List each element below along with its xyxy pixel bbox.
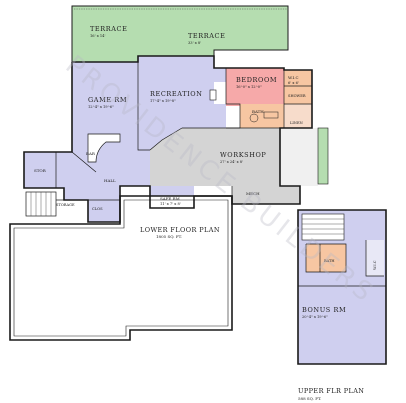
lower-interior-walls — [137, 62, 150, 151]
upper-wic-label: W.I.C — [373, 260, 377, 270]
upper-exterior-walls — [297, 209, 387, 365]
bonus-room-dim: 20'-4" x 19'-6" — [302, 315, 328, 319]
upper-stair-treads — [302, 218, 344, 235]
bar-counter — [87, 133, 121, 163]
vanity-fixture — [263, 111, 279, 119]
game-room-label: GAME RM — [88, 96, 127, 104]
clos-label: CLOS — [92, 207, 103, 211]
lower-stairs — [25, 191, 57, 217]
unfinished-basement-inner — [13, 199, 229, 337]
workshop-label: WORKSHOP — [220, 151, 266, 159]
workshop-fill — [150, 128, 300, 204]
shower-label: SHOWER — [288, 94, 306, 98]
linen-fill — [284, 104, 312, 128]
bath-fill — [240, 104, 284, 128]
upper-bath-fill — [306, 244, 346, 272]
storage-label: STORAGE — [56, 203, 75, 207]
upper-stairs — [301, 213, 345, 241]
wic-dim: 6' x 6' — [288, 81, 299, 85]
recreation-dim: 17'-4" x 19'-8" — [150, 99, 176, 103]
bedroom-dim: 16'-0" x 12'-0" — [236, 85, 262, 89]
tub-fixture — [249, 113, 259, 123]
workshop-vent — [317, 127, 329, 185]
hall-label: HALL — [104, 178, 116, 183]
bedroom-fill — [226, 68, 284, 106]
lower-plan-sqft: 1805 SQ. FT. — [156, 234, 182, 239]
hall-wall — [71, 151, 97, 173]
bonus-room-label: BONUS RM — [302, 306, 346, 314]
fireplace — [209, 89, 217, 101]
upper-wic-walls — [365, 240, 384, 277]
upper-plan-sqft: 588 SQ. FT. — [298, 396, 321, 401]
upper-plan-caption: UPPER FLR PLAN — [298, 387, 364, 395]
living-area-fill — [24, 56, 226, 222]
unfinished-basement-outline — [9, 195, 233, 341]
stor-label: STOR — [34, 168, 47, 173]
upper-wic-fill — [366, 240, 384, 276]
bar-label: BAR — [86, 151, 96, 156]
workshop-unfinished — [280, 128, 318, 186]
workshop-dim: 27' x 24' x 8' — [220, 160, 243, 164]
terrace-right-dim: 33' x 8' — [188, 41, 201, 45]
linen-label: LINEN — [290, 121, 303, 125]
mech-label: MECH — [246, 191, 260, 196]
workshop-walls — [149, 127, 183, 151]
lower-plan-caption: LOWER FLOOR PLAN — [140, 226, 220, 234]
terrace-right-label: TERRACE — [188, 32, 225, 40]
safe-room-label: SAFE RM — [160, 196, 180, 201]
recreation-label: RECREATION — [150, 90, 203, 98]
game-room-dim: 12'-4" x 19'-6" — [88, 105, 114, 109]
bedroom-label: BEDROOM — [236, 76, 277, 84]
terrace-left-dim: 16' x 14' — [90, 34, 105, 38]
terrace-left-label: TERRACE — [90, 25, 127, 33]
upper-bath-label: BATH — [324, 259, 335, 263]
upper-bath-walls — [305, 243, 347, 273]
wic-fill — [284, 70, 312, 86]
wic-label: W.I.C — [288, 75, 299, 80]
shower-fill — [284, 86, 312, 104]
bath-label: BATH — [252, 109, 264, 114]
safe-room-dim: 11' x 7' x 8' — [160, 202, 181, 206]
